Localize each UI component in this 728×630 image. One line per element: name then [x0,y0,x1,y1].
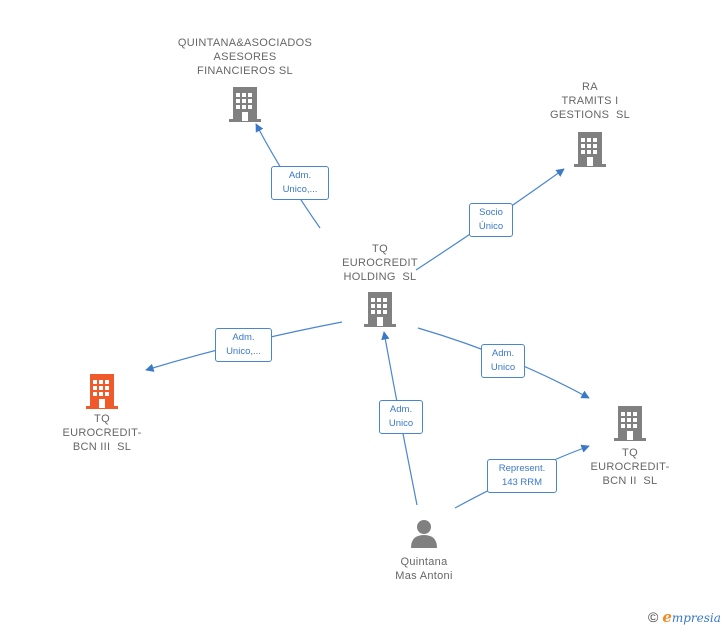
edge-label-0[interactable]: Adm. Unico,... [271,166,329,200]
edge-label-3[interactable]: Adm. Unico [481,344,525,378]
person-icon-quintana-mas[interactable] [409,518,439,553]
edge-label-4[interactable]: Adm. Unico [379,400,423,434]
building-icon-tq-holding[interactable] [364,291,396,332]
edge-label-2[interactable]: Adm. Unico,... [215,328,272,362]
building-icon-tq-bcn2[interactable] [614,405,646,446]
edge-label-1[interactable]: Socio Único [469,203,513,237]
node-label-tq-bcn3[interactable]: TQ EUROCREDIT- BCN III SL [62,413,142,453]
node-label-tq-bcn2[interactable]: TQ EUROCREDIT- BCN II SL [590,447,670,487]
node-label-tq-holding[interactable]: TQ EUROCREDIT HOLDING SL [342,243,418,283]
building-icon-tq-bcn3[interactable] [86,373,118,414]
building-icon-quintana-asociados[interactable] [229,86,261,127]
node-label-quintana-mas[interactable]: Quintana Mas Antoni [395,556,453,582]
node-label-ra-tramites[interactable]: RA TRAMITS I GESTIONS SL [549,81,631,121]
node-label-quintana-asociados[interactable]: QUINTANA&ASOCIADOS ASESORES FINANCIEROS … [177,37,313,77]
empresia-logo[interactable]: empresia [662,608,721,626]
copyright-icon: © [648,609,659,625]
building-icon-ra-tramites[interactable] [574,131,606,172]
edge-label-5[interactable]: Represent. 143 RRM [487,459,557,493]
footer: © empresia [648,608,721,626]
